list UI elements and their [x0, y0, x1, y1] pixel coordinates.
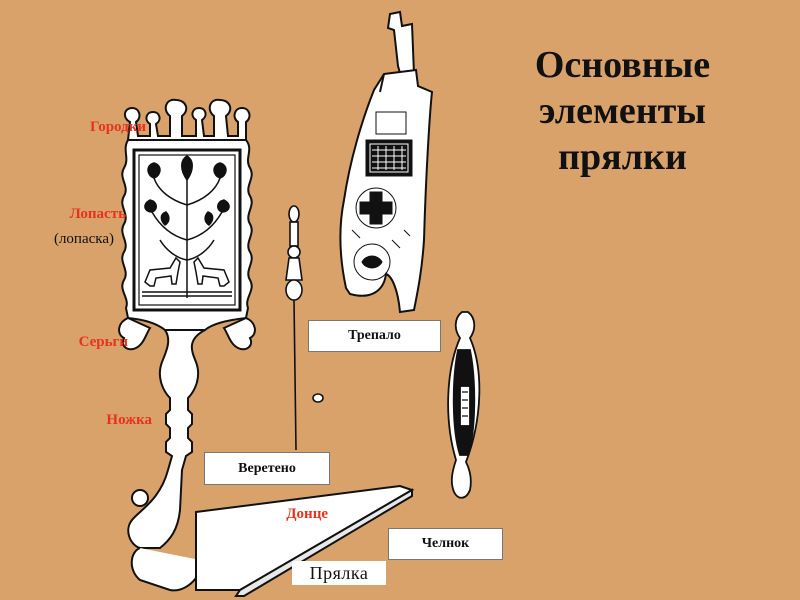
- tree-ornament: [144, 155, 230, 298]
- distaff-sergi-left: [118, 316, 152, 351]
- slide-title: Основные элементы прялки: [500, 42, 745, 180]
- box-trepalo: Трепало: [308, 320, 441, 352]
- distaff-sergi-right: [222, 316, 256, 351]
- donce-drawing: [195, 484, 415, 597]
- horse-ornament: [142, 256, 232, 297]
- title-line-3: прялки: [558, 136, 687, 178]
- trepalo-drawing: [339, 10, 434, 314]
- label-lopast: Лопасть: [69, 206, 126, 222]
- box-chelnok: Челнок: [388, 528, 503, 560]
- label-lopaska: (лопаска): [53, 231, 114, 247]
- box-pryalka: Прялка: [292, 561, 386, 585]
- title-line-2: элементы: [539, 90, 706, 132]
- label-donce: Донце: [286, 506, 328, 522]
- distaff-nozhka: [127, 329, 206, 549]
- chelnok-drawing: [447, 311, 481, 499]
- label-nozhka: Ножка: [106, 412, 152, 428]
- label-sergi: Серьги: [78, 334, 128, 350]
- distaff-gorodki: [124, 98, 251, 141]
- distaff-drawing: [118, 98, 256, 592]
- label-gorodki: Городки: [89, 119, 146, 135]
- spindle-drawing: [285, 205, 324, 451]
- box-vereteno: Веретено: [204, 452, 330, 485]
- title-line-1: Основные: [534, 44, 711, 86]
